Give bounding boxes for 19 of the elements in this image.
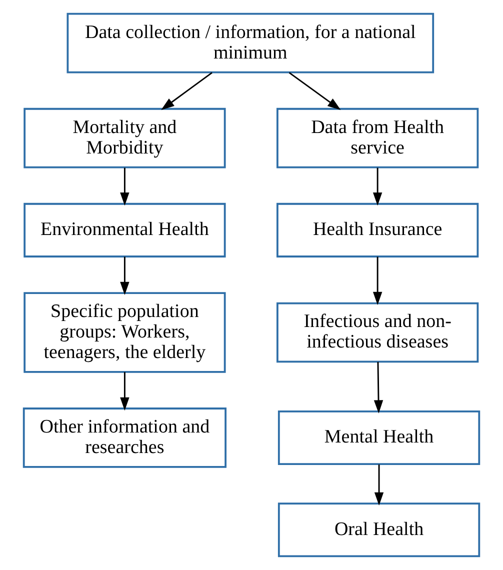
node-box: Infectious and non-infectious diseases xyxy=(276,302,479,363)
arrow xyxy=(372,168,382,206)
arrow xyxy=(374,362,384,414)
arrow xyxy=(288,72,341,110)
node-box: Mental Health xyxy=(278,410,480,465)
node-box: Other information and researches xyxy=(22,408,226,468)
node-box: Health Insurance xyxy=(276,202,479,258)
arrow xyxy=(161,72,212,110)
arrow xyxy=(374,464,384,506)
node-box: Specific population groups: Workers, teenagers, the elderly xyxy=(24,292,226,373)
arrow xyxy=(372,256,382,306)
arrow xyxy=(120,168,130,206)
node-box: Data collection / information, for a national minimum xyxy=(66,12,434,74)
node-box: Data from Health service xyxy=(276,108,479,168)
arrow xyxy=(120,256,130,296)
arrow xyxy=(120,372,130,411)
node-box: Mortality and Morbidity xyxy=(24,108,226,168)
node-box: Oral Health xyxy=(278,502,480,558)
node-box: Environmental Health xyxy=(24,202,226,258)
